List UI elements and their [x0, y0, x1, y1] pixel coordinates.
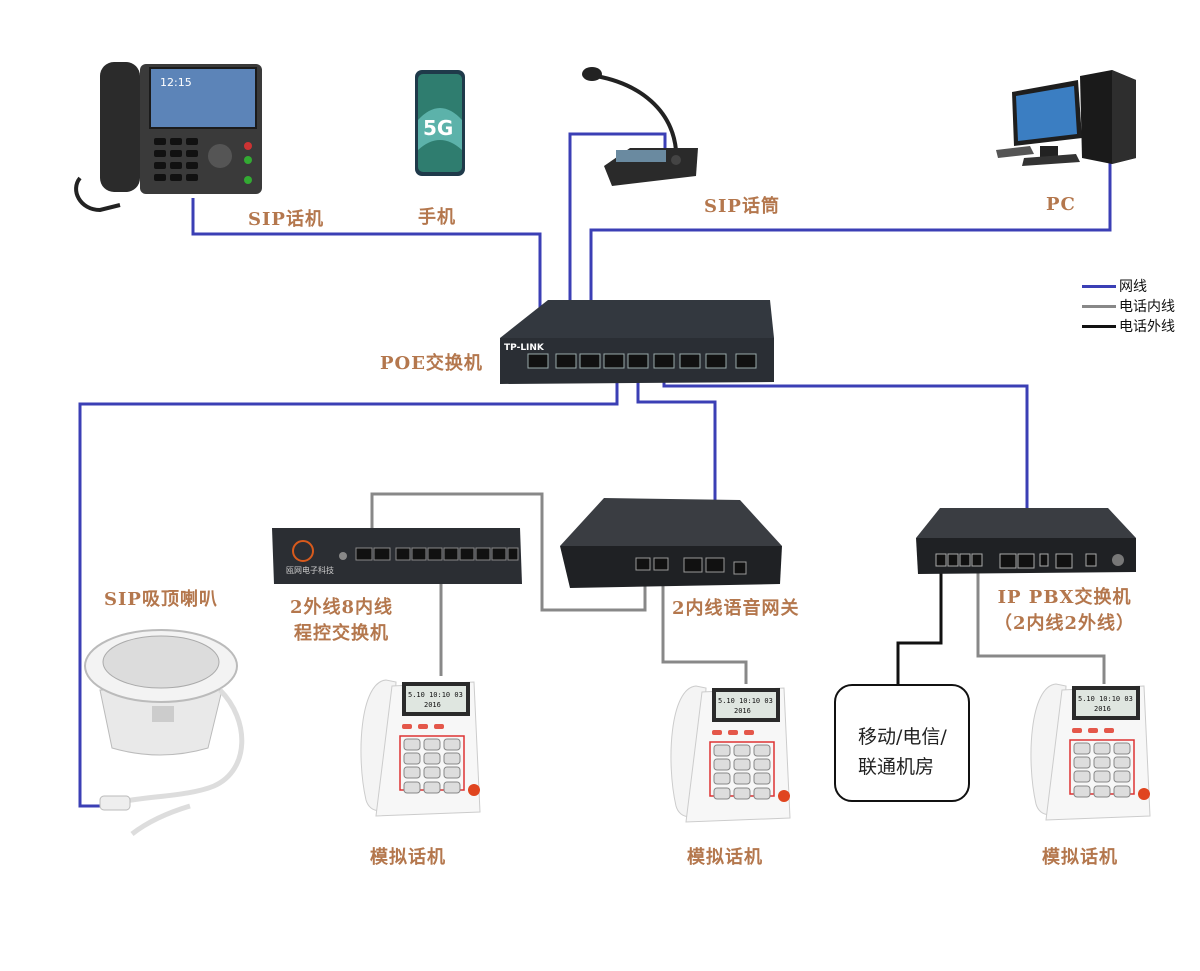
label-analog-phone-2: 模拟话机: [687, 847, 763, 868]
outer-ippbx-to-carrier: [896, 570, 943, 684]
legend-label-network: 网线: [1119, 279, 1147, 295]
legend-swatch-inner: [1082, 304, 1116, 308]
cable-voice-gateway: [636, 368, 717, 568]
carrier-room-box: 移动/电信/ 联通机房: [834, 684, 970, 802]
label-sip-mic: SIP话筒: [704, 196, 780, 217]
label-pc: PC: [1046, 194, 1076, 215]
ip-pbx-icon: [916, 508, 1136, 574]
inner-ippbx-to-phone3: [976, 572, 1106, 684]
legend-swatch-outer: [1082, 324, 1116, 328]
mobile-5g-badge: 5G: [423, 116, 453, 140]
voice-gateway-icon: [560, 498, 782, 588]
pbx-exchange-icon: 瓯网电子科技: [272, 528, 522, 584]
label-pbx-exchange: 2外线8内线 程控交换机: [290, 595, 393, 647]
outer-lines: [896, 570, 943, 684]
analog-phone-1-icon: 5.10 10:10 03 2016: [360, 679, 481, 817]
cable-speaker: [78, 368, 619, 808]
pc-icon: [996, 70, 1136, 166]
phone-time: 12:15: [160, 76, 192, 89]
analog-phone-3-icon: [1030, 683, 1151, 821]
cable-sip-mic: [568, 132, 667, 358]
label-analog-phone-1: 模拟话机: [370, 847, 446, 868]
label-voice-gateway: 2内线语音网关: [672, 598, 800, 619]
legend-item-outer: 电话外线: [1082, 317, 1175, 335]
label-ceiling-speaker: SIP吸顶喇叭: [104, 589, 218, 610]
label-mobile: 手机: [418, 207, 456, 228]
analog-year: 2016: [424, 701, 441, 709]
label-ippbx-line-2: （2内线2外线）: [994, 613, 1136, 634]
pbx-brand: 瓯网电子科技: [286, 565, 334, 575]
label-ippbx-line-1: IP PBX交换机: [997, 587, 1132, 608]
label-pbx-line-1: 2外线8内线: [290, 597, 394, 618]
legend-item-inner: 电话内线: [1082, 297, 1175, 315]
label-analog-phone-3: 模拟话机: [1042, 847, 1118, 868]
inner-gateway-to-phone2: [661, 572, 748, 684]
poe-switch-icon: TP-LINK: [500, 300, 774, 384]
mobile-phone-icon: 5G: [415, 70, 465, 176]
label-pbx-line-2: 程控交换机: [294, 623, 390, 644]
legend-swatch-network: [1082, 284, 1116, 288]
carrier-room-line-1: 移动/电信/: [858, 726, 947, 748]
analog-phone-2-icon: [670, 685, 791, 823]
switch-brand: TP-LINK: [504, 343, 545, 353]
legend-item-network: 网线: [1082, 277, 1147, 295]
cable-pc: [589, 162, 1112, 358]
legend-label-outer: 电话外线: [1119, 319, 1175, 335]
ceiling-speaker-icon: [84, 629, 245, 836]
analog-display: 5.10 10:10 03: [408, 691, 463, 699]
legend-label-inner: 电话内线: [1119, 299, 1175, 315]
sip-microphone-icon: [582, 67, 698, 186]
inner-lines: [370, 492, 1106, 684]
sip-phone-icon: 12:15: [74, 62, 262, 213]
label-ip-pbx: IP PBX交换机 （2内线2外线）: [994, 585, 1135, 637]
cable-sip-phone: [191, 198, 542, 358]
inner-pbx-to-gateway: [370, 492, 647, 612]
label-poe-switch: POE交换机: [380, 353, 483, 374]
label-sip-phone: SIP话机: [248, 209, 324, 230]
carrier-room-line-2: 联通机房: [858, 756, 935, 778]
